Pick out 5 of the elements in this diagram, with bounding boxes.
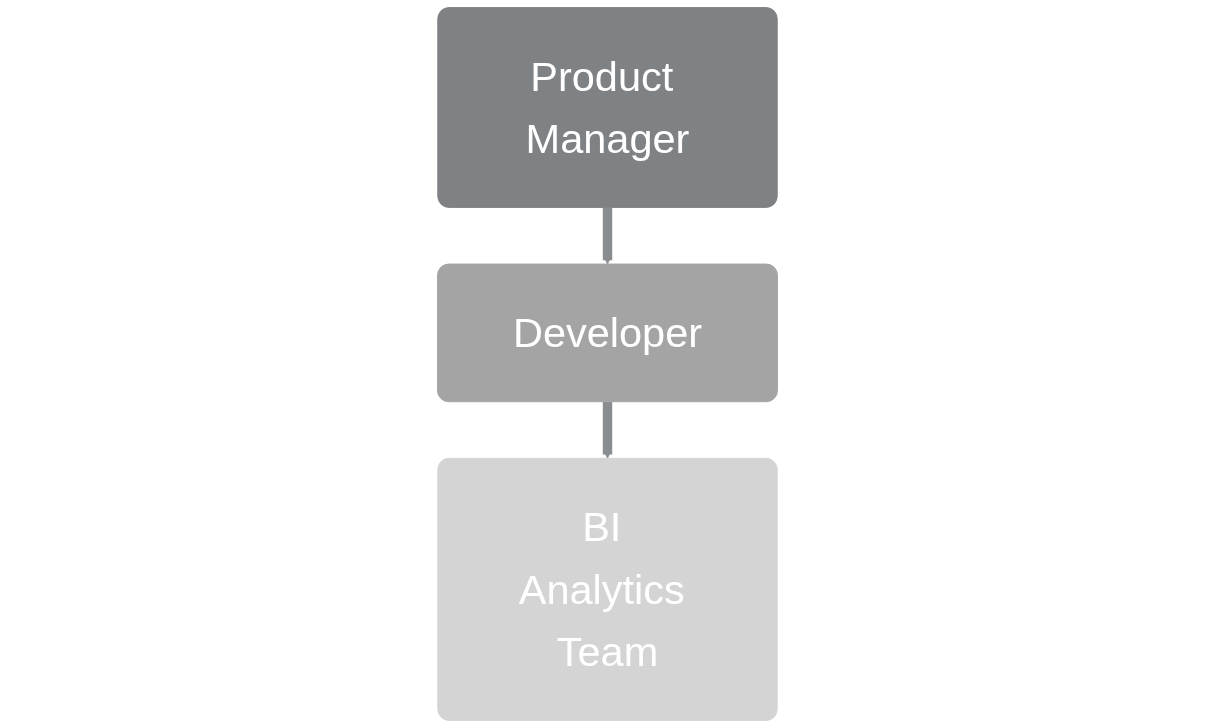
arrow — [602, 401, 613, 459]
node-box — [437, 263, 778, 403]
node-box — [437, 7, 778, 208]
arrow — [602, 207, 613, 265]
node-box — [437, 457, 778, 721]
